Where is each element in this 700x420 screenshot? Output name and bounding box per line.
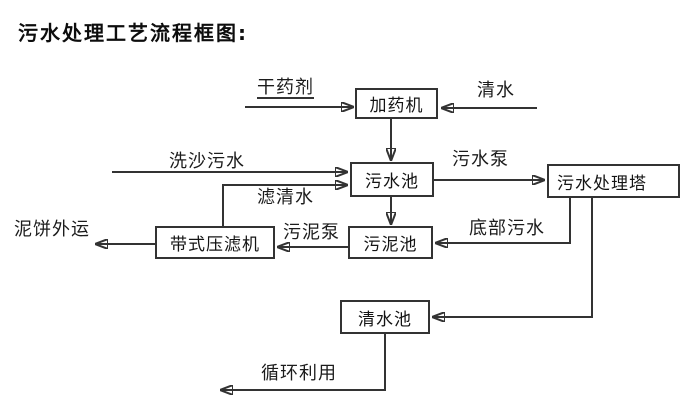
node-sewage-pool: 污水池: [350, 162, 434, 197]
connector-clean-pool-to-recycle: [220, 334, 386, 390]
connector-filtered-water-to-sewage-pool: [222, 185, 348, 226]
node-dosing-machine: 加药机: [355, 88, 438, 119]
node-sludge-pool: 污泥池: [348, 226, 433, 259]
node-treatment-tower: 污水处理塔: [547, 164, 680, 198]
node-belt-filter-press-label: 带式压滤机: [170, 235, 260, 255]
diagram-title: 污水处理工艺流程框图:: [18, 21, 248, 45]
edge-label-filtered-water: 滤清水: [257, 187, 314, 208]
edge-label-sludge-pump: 污泥泵: [283, 222, 340, 243]
connector-bottom-sewage-to-sludge-pool: [435, 198, 571, 243]
node-belt-filter-press: 带式压滤机: [155, 226, 275, 259]
edge-label-recycle-use: 循环利用: [261, 363, 337, 384]
node-treatment-tower-label: 污水处理塔: [557, 173, 647, 194]
node-clean-water-pool: 清水池: [340, 300, 430, 334]
node-dosing-machine-label: 加药机: [369, 96, 424, 116]
edge-label-sewage-pump: 污水泵: [452, 149, 509, 170]
edge-label-clean-water: 清水: [477, 80, 515, 101]
node-sewage-pool-label: 污水池: [365, 172, 419, 192]
node-clean-water-pool-label: 清水池: [358, 309, 412, 330]
edge-label-mud-cake-out: 泥饼外运: [14, 219, 90, 240]
connector-tower-to-clean-pool: [432, 198, 593, 317]
edge-label-bottom-sewage: 底部污水: [469, 218, 545, 239]
edge-label-sand-washing-sewage: 洗沙污水: [169, 151, 245, 172]
edge-label-dry-agent: 干药剂: [257, 77, 314, 99]
node-sludge-pool-label: 污泥池: [363, 235, 418, 255]
